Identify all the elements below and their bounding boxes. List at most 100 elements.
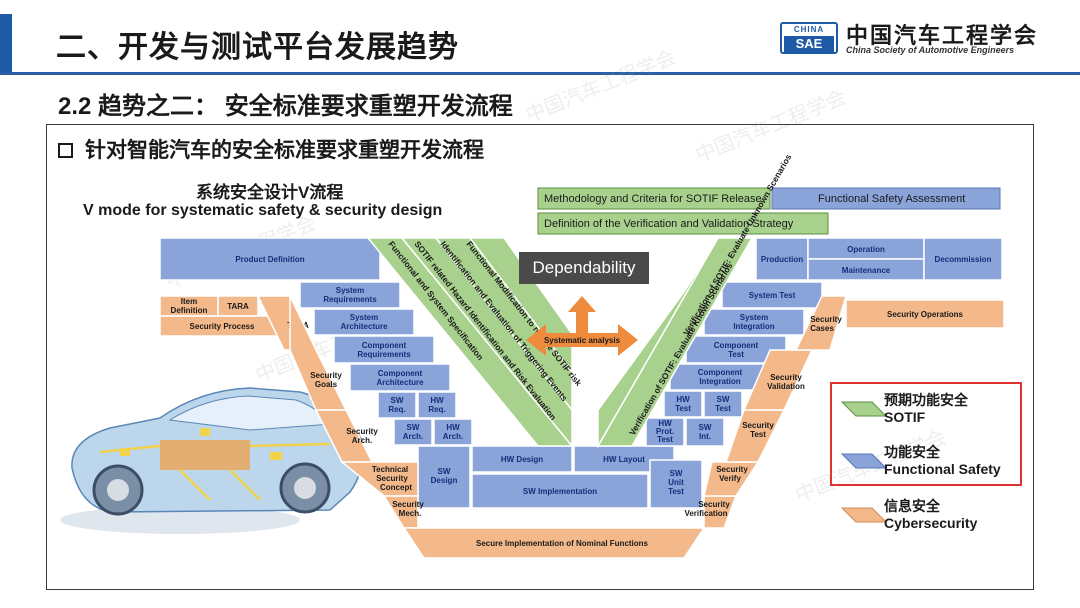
label: SW <box>717 395 730 404</box>
legend-label-cn: 信息安全 <box>884 498 940 514</box>
label: SW <box>391 396 404 405</box>
label: Integration <box>699 377 740 386</box>
label: HW <box>446 423 460 432</box>
block-sw-implementation <box>471 473 649 509</box>
block-sw-int <box>685 417 725 447</box>
block-sw-unit-test <box>649 459 703 509</box>
label: Design <box>431 476 458 485</box>
label: Security <box>698 500 730 509</box>
block-component-architecture <box>349 363 451 392</box>
label: Component <box>714 341 759 350</box>
legend-label-en: Cybersecurity <box>884 515 978 531</box>
label: Security <box>742 421 774 430</box>
label: Security <box>310 371 342 380</box>
label: Test <box>750 430 766 439</box>
slide-subtitle: 2.2 趋势之二： 安全标准要求重塑开发流程 <box>58 93 513 120</box>
logo-badge-bottom: SAE <box>784 36 834 52</box>
v-model-title-en: V mode for systematic safety & security … <box>83 202 443 219</box>
label: SW Implementation <box>523 487 597 496</box>
label: Component <box>698 368 743 377</box>
header-accent-bar <box>0 14 12 72</box>
label: Int. <box>699 432 711 441</box>
label-product-definition: Product Definition <box>235 255 304 264</box>
content-frame <box>46 124 1034 590</box>
bar-fs-assessment <box>771 187 1001 210</box>
legend-label-en: Functional Safety <box>884 461 1001 477</box>
label: Unit <box>668 478 684 487</box>
label: SW <box>407 423 420 432</box>
label: HW <box>658 419 672 428</box>
label: Concept <box>380 483 412 492</box>
bar-vv-strategy <box>537 212 829 235</box>
label: Verify <box>719 474 741 483</box>
label: Test <box>715 404 731 413</box>
legend-label-cn: 预期功能安全 <box>884 392 968 408</box>
label: Component <box>378 369 423 378</box>
block-security-operations <box>845 299 1005 329</box>
label: Requirements <box>323 295 377 304</box>
block-sw-arch <box>393 418 433 446</box>
label: Integration <box>733 322 774 331</box>
legend-label-cn: 功能安全 <box>884 444 940 460</box>
logo-badge-top: CHINA <box>793 25 825 34</box>
block-system-requirements <box>299 281 401 309</box>
logo-chinese-name: 中国汽车工程学会 <box>846 23 1039 48</box>
label: Arch. <box>403 432 423 441</box>
block-technical-security-concept <box>339 461 419 497</box>
block-hw-arch <box>433 418 473 446</box>
label: Req. <box>388 405 405 414</box>
label: Definition <box>171 306 208 315</box>
up-arrow-icon <box>568 296 596 333</box>
v-model-title-cn: 系统安全设计V流程 <box>196 183 344 202</box>
label: TARA <box>227 302 249 311</box>
label: Security <box>392 500 424 509</box>
header-divider <box>0 72 1080 75</box>
label: Security <box>770 373 802 382</box>
legend-item-functional-safety: 功能安全 Functional Safety <box>884 444 1001 478</box>
legend-swatch-sotif <box>840 401 888 417</box>
section-heading-text: 针对智能汽车的安全标准要求重塑开发流程 <box>85 139 484 162</box>
label: Component <box>362 341 407 350</box>
block-system-integration <box>703 308 805 336</box>
label: Requirements <box>357 350 411 359</box>
legend-item-cybersecurity: 信息安全 Cybersecurity <box>884 498 977 532</box>
label: HW Design <box>501 455 543 464</box>
label: Production <box>761 255 803 264</box>
block-sw-req <box>377 391 417 419</box>
label: Test <box>657 435 673 444</box>
block-component-integration <box>669 363 771 391</box>
block-hw-req <box>417 391 457 419</box>
label: System <box>336 286 364 295</box>
label: Goals <box>315 380 338 389</box>
label: Test <box>668 487 684 496</box>
block-security-cases <box>794 295 848 351</box>
label: Test <box>728 350 744 359</box>
label: HW Layout <box>603 455 645 464</box>
label: Security <box>376 474 408 483</box>
label-systematic-analysis: Systematic analysis <box>544 336 621 345</box>
block-decommission <box>923 237 1003 281</box>
block-sw-test <box>703 390 743 418</box>
block-sw-design <box>417 445 471 509</box>
block-component-requirements <box>333 335 435 364</box>
label: Item <box>181 297 197 306</box>
label: SW <box>438 467 451 476</box>
sae-badge-icon: CHINA SAE <box>780 22 838 54</box>
label: Decommission <box>935 255 992 264</box>
label: Technical <box>372 465 408 474</box>
legend-highlight-box <box>830 382 1022 486</box>
label: Test <box>675 404 691 413</box>
label: HW <box>430 396 444 405</box>
checkbox-bullet-icon <box>58 143 73 158</box>
legend-item-sotif: 预期功能安全 SOTIF <box>884 392 968 426</box>
dependability-label: Dependability <box>519 252 649 284</box>
page-title: 二、开发与测试平台发展趋势 <box>56 31 459 64</box>
label: System <box>350 313 378 322</box>
label: Cases <box>810 324 834 333</box>
bar-sotif-release <box>537 187 771 210</box>
strip-known-scenarios <box>597 237 719 449</box>
label: HW <box>676 395 690 404</box>
label: Validation <box>767 382 805 391</box>
car-illustration <box>60 387 364 534</box>
label: Arch. <box>352 436 372 445</box>
